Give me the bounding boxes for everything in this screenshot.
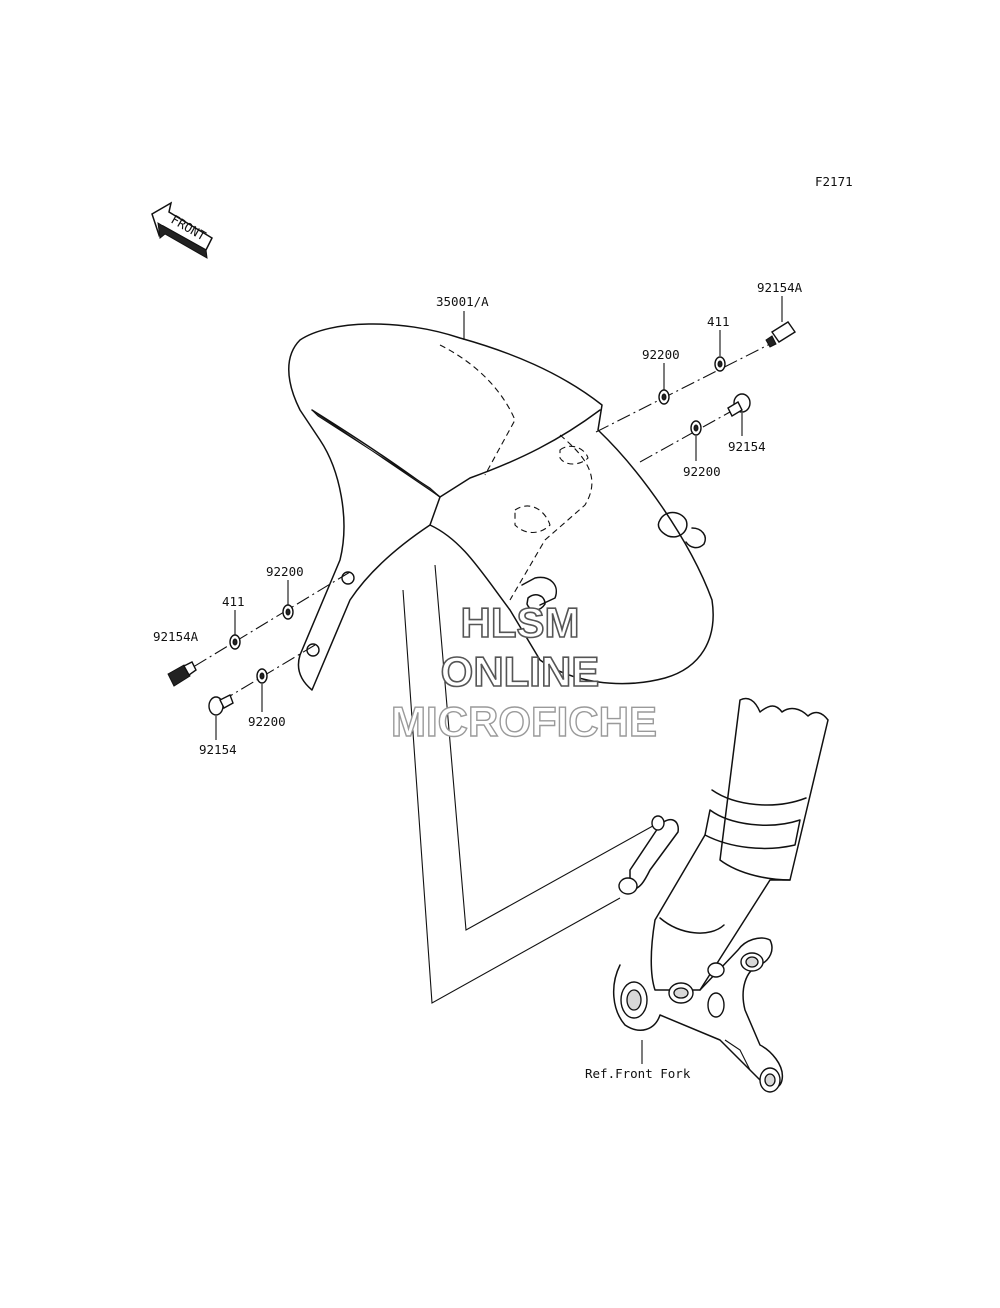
label-washer-411-right: 411 xyxy=(707,314,730,329)
front-direction-arrow: FRONT xyxy=(151,201,213,259)
label-fender: 35001/A xyxy=(436,294,489,309)
label-washer-92200-left-upper: 92200 xyxy=(266,564,304,579)
watermark: HLSM ONLINE MICROFICHE xyxy=(390,598,657,746)
washer-92200-left-lower xyxy=(256,668,268,684)
front-fender xyxy=(288,323,714,691)
watermark-line3: MICROFICHE xyxy=(391,698,657,745)
label-bolt-92154-left: 92154 xyxy=(199,742,237,757)
label-leaders xyxy=(215,296,783,1064)
label-washer-92200-right-lower: 92200 xyxy=(683,464,721,479)
right-hardware-leaders xyxy=(179,343,771,706)
label-bolt-92154A-right: 92154A xyxy=(757,280,803,295)
watermark-line2: ONLINE xyxy=(441,648,600,695)
washer-92200-left-upper xyxy=(282,604,294,620)
washer-92200-right-upper xyxy=(658,389,670,405)
watermark-line1: HLSM xyxy=(461,599,580,646)
figure-code: F2171 xyxy=(815,174,853,189)
washer-92200-right-lower xyxy=(690,420,702,436)
label-washer-411-left: 411 xyxy=(222,594,245,609)
bolt-92154-left xyxy=(208,694,234,716)
label-washer-92200-right-upper: 92200 xyxy=(642,347,680,362)
label-front-fork-ref: Ref.Front Fork xyxy=(585,1066,691,1081)
label-bolt-92154-right: 92154 xyxy=(728,439,766,454)
bolt-92154A-right xyxy=(765,321,796,348)
fork-reference-lines xyxy=(402,564,661,1004)
bolt-92154A-left xyxy=(167,661,197,687)
label-washer-92200-left-lower: 92200 xyxy=(248,714,286,729)
bolt-92154-right xyxy=(727,393,751,417)
label-bolt-92154A-left: 92154A xyxy=(153,629,199,644)
washer-411-left xyxy=(229,634,241,650)
washer-411-right xyxy=(714,356,726,372)
front-fork-assembly xyxy=(612,697,829,1093)
